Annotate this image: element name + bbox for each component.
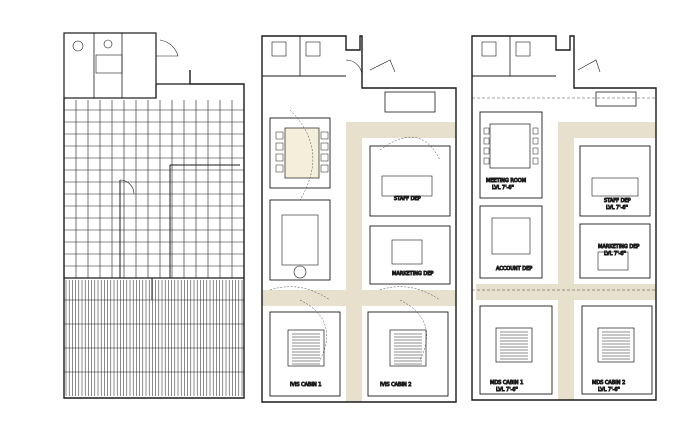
r-corridor (476, 122, 656, 300)
left-wc-fixture (95, 54, 123, 74)
r-meeting-room (479, 111, 543, 199)
mid-cabin-1-room (269, 311, 341, 397)
r-staff-room (579, 145, 651, 217)
mid-cabin-1-label: IVIS CABIN 1 (290, 382, 321, 388)
plan-right-layout: MEETING ROOM LVL 7'-6" ACCOUNT DEP STAFF… (471, 35, 657, 401)
mid-electrical-wiring (269, 109, 441, 361)
r-marketing-lvl: LVL 7'-6" (604, 251, 626, 257)
mid-meeting-room (269, 117, 331, 189)
r-cabin-2-room (581, 305, 653, 395)
r-cabin-2-label: MDS CABIN 2 (592, 380, 625, 386)
r-cabin-1-label: MDS CABIN 1 (490, 380, 523, 386)
r-account-desk (491, 217, 531, 255)
r-account-label: ACCOUNT DEP (496, 266, 532, 272)
r-marketing-label: MARKETING DEP (598, 244, 639, 250)
left-wooden-slat-ceiling (64, 280, 244, 396)
r-cabin-1-room (479, 305, 553, 395)
mid-marketing-room (369, 225, 451, 285)
r-meeting-label: MEETING ROOM (486, 178, 526, 184)
mid-outer-wall (261, 35, 457, 403)
mid-toilet-2-icon (305, 41, 321, 57)
mid-meeting-chairs (275, 131, 329, 173)
left-outer-wall (63, 70, 245, 399)
mid-pantry-counter (384, 91, 436, 113)
r-staff-desk (591, 177, 639, 197)
mid-account-room (269, 199, 331, 281)
r-meeting-table (489, 123, 531, 169)
r-outer-wall (471, 35, 657, 401)
mid-staff-desk (381, 175, 433, 197)
mid-staff-room (369, 145, 451, 217)
r-cabin-1-lvl: LVL 7'-6" (496, 387, 518, 393)
r-marketing-desk (597, 251, 629, 271)
mid-marketing-label: MARKETING DEP (392, 271, 433, 277)
left-toilet-icon (72, 40, 84, 52)
plan-middle-furniture: STAFF DEP MARKETING DEP IVIS CABIN 1 IVI… (261, 35, 457, 403)
mid-cabin-2-label: IVIS CABIN 2 (380, 382, 411, 388)
left-toilet-block (63, 32, 157, 99)
mid-cabin-2-desk (389, 329, 427, 367)
r-toilet-1-icon (481, 41, 497, 57)
mid-corridor (262, 122, 456, 306)
r-staff-label: STAFF DEP (604, 198, 631, 204)
mid-marketing-desk (391, 239, 423, 265)
left-basin-icon (103, 39, 113, 49)
mid-door-swing (369, 59, 396, 73)
r-staff-lvl: LVL 7'-6" (606, 205, 628, 211)
left-door-swing (156, 39, 179, 57)
mid-account-chair-icon (293, 265, 307, 279)
r-cabin-2-desk (597, 327, 635, 363)
r-pantry-counter (595, 91, 637, 107)
plan-left-ceiling-grid (63, 32, 245, 399)
mid-meeting-table (284, 127, 320, 179)
r-marketing-room (579, 223, 651, 279)
r-account-room (479, 205, 543, 279)
r-toilet-2-icon (515, 41, 531, 57)
r-cabin-2-lvl: LVL 7'-6" (598, 387, 620, 393)
mid-staff-label: STAFF DEP (394, 196, 421, 202)
mid-cabin-2-room (367, 311, 449, 397)
mid-cabin-1-desk (287, 329, 325, 367)
r-meeting-lvl: LVL 7'-6" (492, 185, 514, 191)
mid-account-desk (281, 214, 319, 266)
mid-toilet-1-icon (271, 41, 287, 57)
r-cabin-1-desk (495, 327, 533, 363)
left-ceiling-grid (64, 100, 244, 278)
